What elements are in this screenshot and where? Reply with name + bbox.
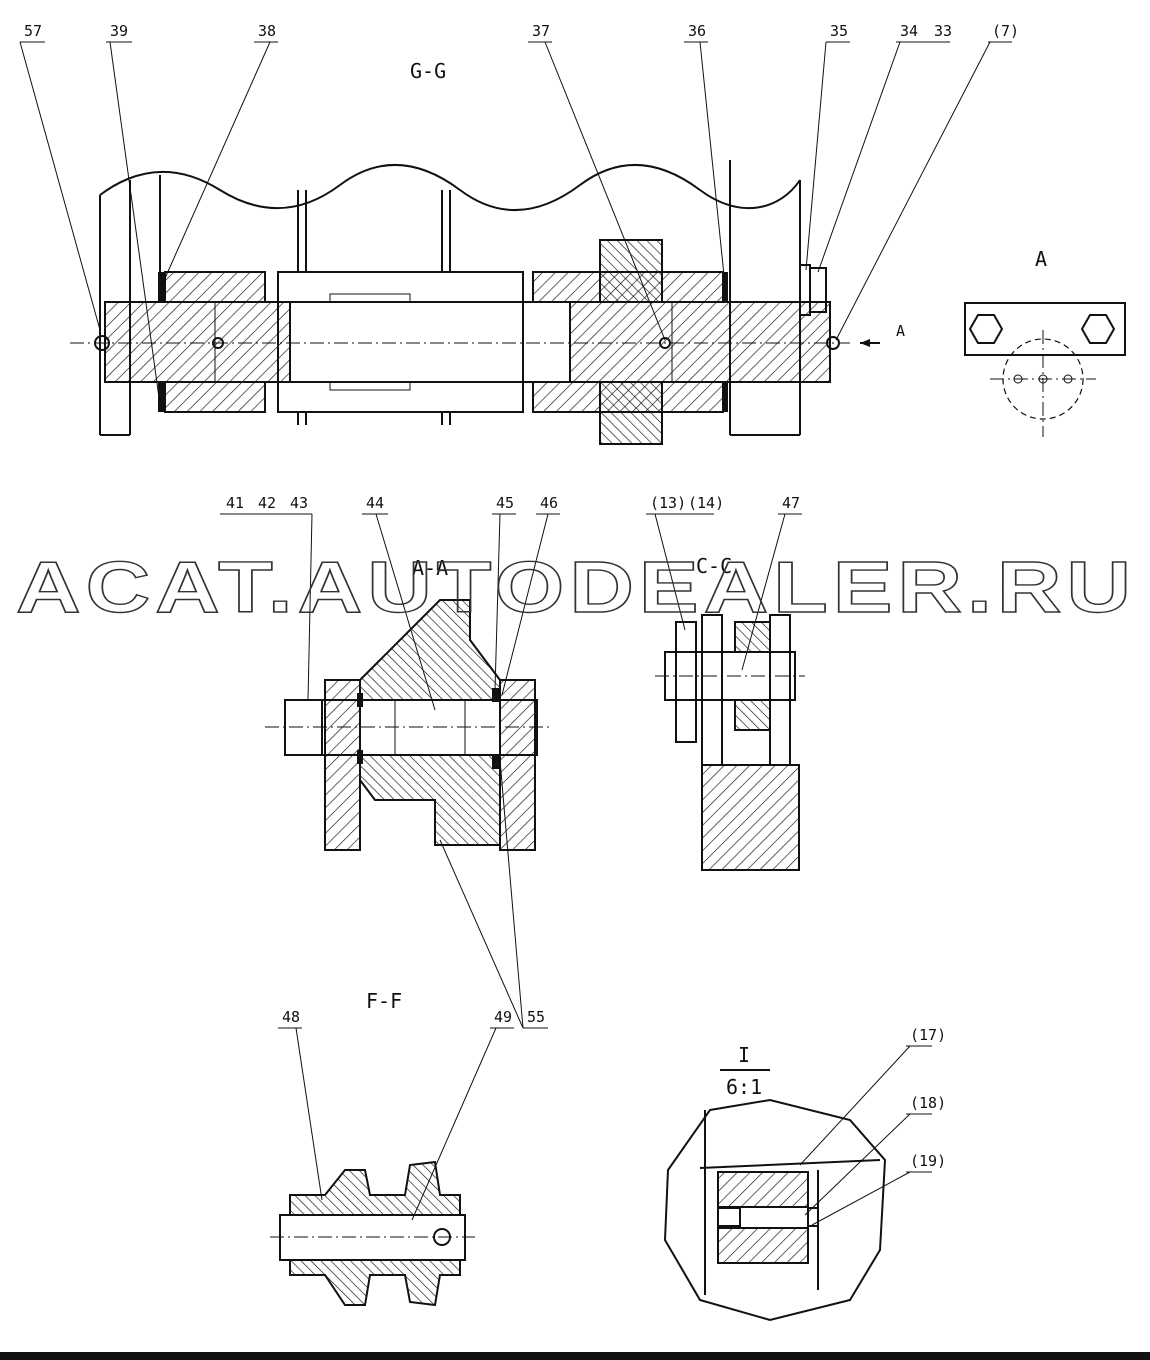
section-aa-title: A-A	[412, 556, 448, 580]
detail-i: I 6:1 (17) (18) (19)	[663, 1026, 946, 1322]
view-a-title: A	[1035, 247, 1047, 271]
detail-bushing-top	[717, 1171, 809, 1208]
callouts-cc: (13) (14) 47	[646, 494, 802, 671]
aa-left-plate	[324, 679, 361, 851]
detail-boundary	[663, 1098, 887, 1322]
view-a: A	[964, 247, 1126, 437]
view-a-plate	[964, 302, 1126, 356]
callout-17: (17)	[910, 1026, 946, 1044]
section-ff: F-F 48 49	[270, 989, 514, 1307]
callout-35: 35	[830, 22, 848, 40]
callouts-ff: 48 49	[278, 1008, 514, 1221]
cc-bushing-bottom	[734, 699, 771, 731]
ff-sprocket-top	[289, 1160, 461, 1216]
view-arrow-label: A	[896, 322, 905, 340]
detail-bushing-bottom	[717, 1227, 809, 1264]
callout-44: 44	[366, 494, 384, 512]
sprocket-bottom	[599, 381, 663, 445]
left-bushing-top	[164, 271, 266, 303]
callout-39: 39	[110, 22, 128, 40]
callout-42: 42	[258, 494, 276, 512]
callout-45: 45	[496, 494, 514, 512]
seal-right-bottom	[722, 382, 728, 412]
bottom-border	[0, 1352, 1150, 1360]
section-cc: C-C (13) (14) 47	[646, 494, 805, 871]
grease-fitting-left	[94, 335, 110, 351]
seal-right-top	[722, 272, 728, 302]
section-gg-title: G-G	[410, 59, 446, 83]
callout-38: 38	[258, 22, 276, 40]
cc-nut	[675, 621, 697, 743]
view-arrow-a	[860, 339, 870, 347]
callout-36: 36	[688, 22, 706, 40]
grease-fitting-right	[826, 336, 840, 350]
ff-sprocket-bottom	[289, 1259, 461, 1307]
section-cc-title: C-C	[696, 554, 732, 578]
carriage-block	[277, 271, 524, 413]
callout-55: 55	[527, 1008, 545, 1026]
callout-18: (18)	[910, 1094, 946, 1112]
callouts-aa: 41 42 43 44 45 46 55	[220, 494, 560, 1029]
callout-34: 34	[900, 22, 918, 40]
bolt-hex-right	[1080, 314, 1116, 344]
section-aa: A-A 41 42 43 44 45 46 55	[220, 494, 560, 1029]
callout-49: 49	[494, 1008, 512, 1026]
cc-base-block	[701, 764, 800, 871]
callout-33: 33	[934, 22, 952, 40]
callouts-gg: 57 39 38 37 36 35 34 33 (7)	[19, 22, 1019, 406]
seal-left-bottom	[158, 382, 164, 412]
left-bushing-bottom	[164, 381, 266, 413]
main-shaft-middle	[289, 301, 571, 383]
detail-scale: 6:1	[726, 1075, 762, 1099]
break-line	[99, 164, 801, 211]
callout-57: 57	[24, 22, 42, 40]
callout-19: (19)	[910, 1152, 946, 1170]
detail-title: I	[738, 1043, 750, 1067]
bolt-head	[809, 267, 827, 313]
callout-14: (14)	[688, 494, 724, 512]
callout-48: 48	[282, 1008, 300, 1026]
callout-37: 37	[532, 22, 550, 40]
sprocket-top	[599, 239, 663, 303]
aa-hub-bottom	[359, 754, 501, 846]
callout-47: 47	[782, 494, 800, 512]
section-ff-title: F-F	[366, 989, 402, 1013]
bolt-hex-left	[968, 314, 1004, 344]
callout-41: 41	[226, 494, 244, 512]
watermark: ACAT.AUTODEALER.RU	[16, 548, 1136, 628]
callout-13: (13)	[650, 494, 686, 512]
seal-left-top	[158, 272, 164, 302]
section-gg: G-G	[19, 22, 1019, 445]
callout-7: (7)	[992, 22, 1019, 40]
main-shaft-left	[104, 301, 291, 383]
main-shaft-right	[569, 301, 831, 383]
callout-43: 43	[290, 494, 308, 512]
callout-46: 46	[540, 494, 558, 512]
callouts-detail: (17) (18) (19)	[799, 1026, 946, 1226]
